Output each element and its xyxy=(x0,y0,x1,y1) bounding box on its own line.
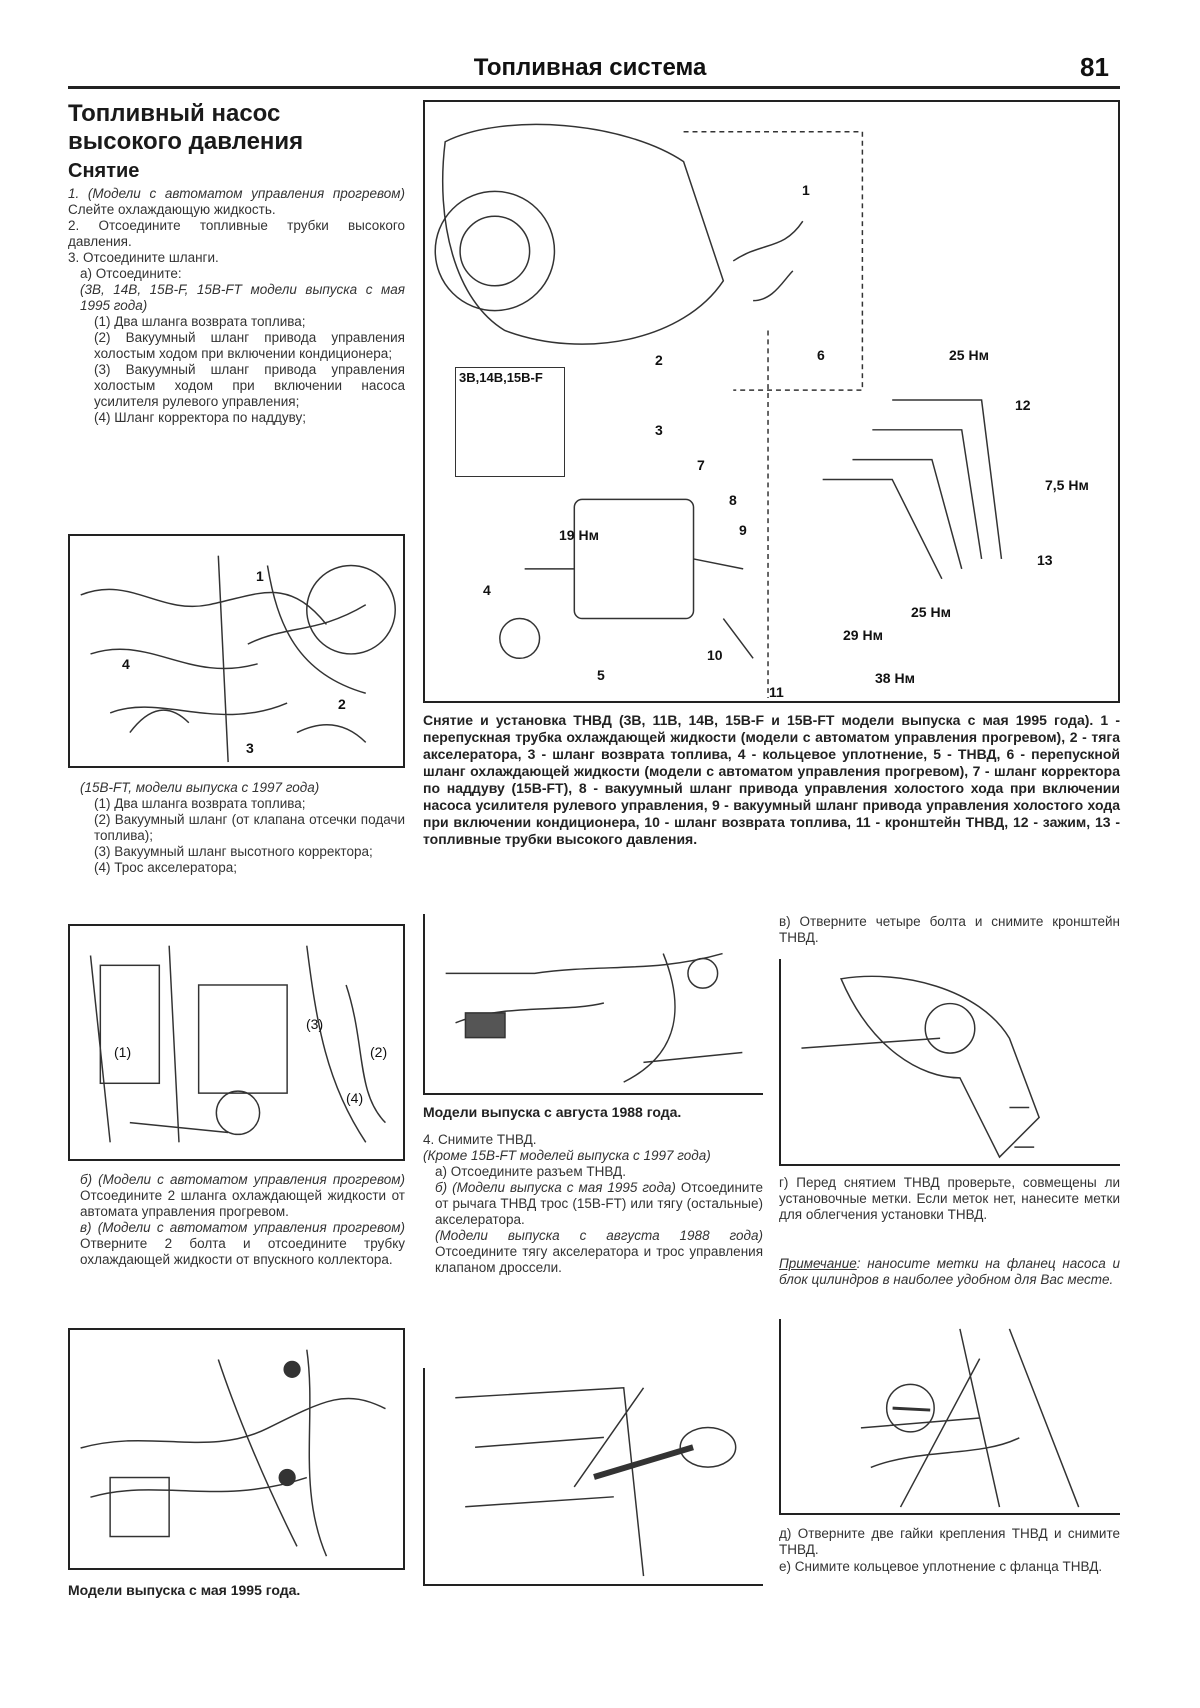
step: 4. Снимите ТНВД. xyxy=(423,1132,537,1147)
callout: 10 xyxy=(707,647,723,663)
callout: 1 xyxy=(256,568,264,584)
callout: 1 xyxy=(802,182,810,198)
inset-frame xyxy=(455,367,565,477)
step-v: в) Отверните четыре болта и снимите крон… xyxy=(779,914,1120,945)
steps-block-middle: 4. Снимите ТНВД. (Кроме 15B-FT моделей в… xyxy=(423,1132,763,1276)
page-number: 81 xyxy=(1080,52,1109,82)
header-rule xyxy=(68,86,1120,89)
steps-block-a: 1. (Модели с автоматом управления прогре… xyxy=(68,186,405,426)
steps-block-c: б) (Модели с автоматом управления прогре… xyxy=(68,1172,405,1268)
callout: (4) xyxy=(346,1090,364,1106)
callout: 8 xyxy=(729,492,737,508)
callout: 6 xyxy=(817,347,825,363)
step: (2) Вакуумный шланг привода управления х… xyxy=(94,330,405,361)
torque-label: 19 Нм xyxy=(559,527,599,543)
section-subheading: Снятие xyxy=(68,160,140,182)
step: (4) Трос акселератора; xyxy=(94,860,238,875)
callout: 4 xyxy=(483,582,491,598)
figure-bracket xyxy=(779,959,1120,1166)
step: в) (Модели с автоматом управления прогре… xyxy=(80,1220,405,1267)
figure-caption: Модели выпуска с августа 1988 года. xyxy=(423,1104,682,1120)
step: (1) Два шланга возврата топлива; xyxy=(94,314,306,329)
figure-hoses-1997: (1) (2) (3) (4) xyxy=(68,924,405,1161)
step: (2) Вакуумный шланг (от клапана отсечки … xyxy=(94,812,405,843)
step: 3. Отсоедините шланги. xyxy=(68,250,219,265)
figure-hoses-1995: 1 2 3 4 xyxy=(68,534,405,768)
steps-block-b: (15B-FT, модели выпуска с 1997 года) (1)… xyxy=(68,780,405,876)
step: (3) Вакуумный шланг высотного корректора… xyxy=(94,844,373,859)
step: б) (Модели выпуска с мая 1995 года) Отсо… xyxy=(435,1180,764,1227)
step: (3B, 14B, 15B-F, 15B-FT модели выпуска с… xyxy=(80,282,405,313)
figure-coolant-pipe xyxy=(68,1328,405,1570)
callout: 11 xyxy=(769,684,784,700)
torque-label: 25 Нм xyxy=(949,347,989,363)
inset-label: 3B,14B,15B-F xyxy=(459,370,543,385)
step: (3) Вакуумный шланг привода управления х… xyxy=(94,362,405,409)
callout: 5 xyxy=(597,667,605,683)
callout: 2 xyxy=(338,696,346,712)
step-g: г) Перед снятием ТНВД проверьте, совмеще… xyxy=(779,1175,1120,1222)
callout: 4 xyxy=(122,656,130,672)
figure-1988-hoses xyxy=(423,914,763,1095)
callout: 12 xyxy=(1015,397,1031,413)
callout: (1) xyxy=(114,1044,132,1060)
figure-accelerator-link xyxy=(423,1368,763,1586)
callout: (2) xyxy=(370,1044,388,1060)
callout: (3) xyxy=(306,1016,324,1032)
step: (4) Шланг корректора по наддуву; xyxy=(94,410,307,425)
figure-timing-marks xyxy=(779,1319,1120,1515)
callout: 13 xyxy=(1037,552,1053,568)
figure-pump-exploded: 3B,14B,15B-F 1 2 3 4 5 6 7 8 9 10 11 12 … xyxy=(423,100,1120,703)
step: б) (Модели с автоматом управления прогре… xyxy=(80,1172,405,1219)
step: (15B-FT, модели выпуска с 1997 года) xyxy=(80,780,320,795)
section-title: Топливная система xyxy=(473,54,707,81)
torque-label: 7,5 Нм xyxy=(1045,477,1089,493)
step: а) Отсоедините разъем ТНВД. xyxy=(435,1164,626,1179)
torque-label: 29 Нм xyxy=(843,627,883,643)
callout: 9 xyxy=(739,522,747,538)
step: (Кроме 15B-FT моделей выпуска с 1997 год… xyxy=(423,1148,711,1163)
step: (Модели выпуска с августа 1988 года) Отс… xyxy=(435,1228,763,1275)
step-d: д) Отверните две гайки крепления ТНВД и … xyxy=(779,1526,1120,1557)
main-figure-caption: Снятие и установка ТНВД (3B, 11B, 14B, 1… xyxy=(423,712,1120,847)
step: 1. (Модели с автоматом управления прогре… xyxy=(68,186,405,217)
torque-label: 25 Нм xyxy=(911,604,951,620)
step-e: е) Снимите кольцевое уплотнение с фланца… xyxy=(779,1559,1103,1574)
article-heading: Топливный насос высокого давления xyxy=(68,100,304,155)
note: Примечание: наносите метки на фланец нас… xyxy=(779,1256,1120,1287)
figure-caption: Модели выпуска с мая 1995 года. xyxy=(68,1582,301,1598)
step: 2. Отсоедините топливные трубки высокого… xyxy=(68,218,405,249)
callout: 7 xyxy=(697,457,705,473)
callout: 3 xyxy=(655,422,663,438)
torque-label: 38 Нм xyxy=(875,670,915,686)
step: (1) Два шланга возврата топлива; xyxy=(94,796,306,811)
callout: 3 xyxy=(246,740,254,756)
callout: 2 xyxy=(655,352,663,368)
step: а) Отсоедините: xyxy=(80,266,182,281)
